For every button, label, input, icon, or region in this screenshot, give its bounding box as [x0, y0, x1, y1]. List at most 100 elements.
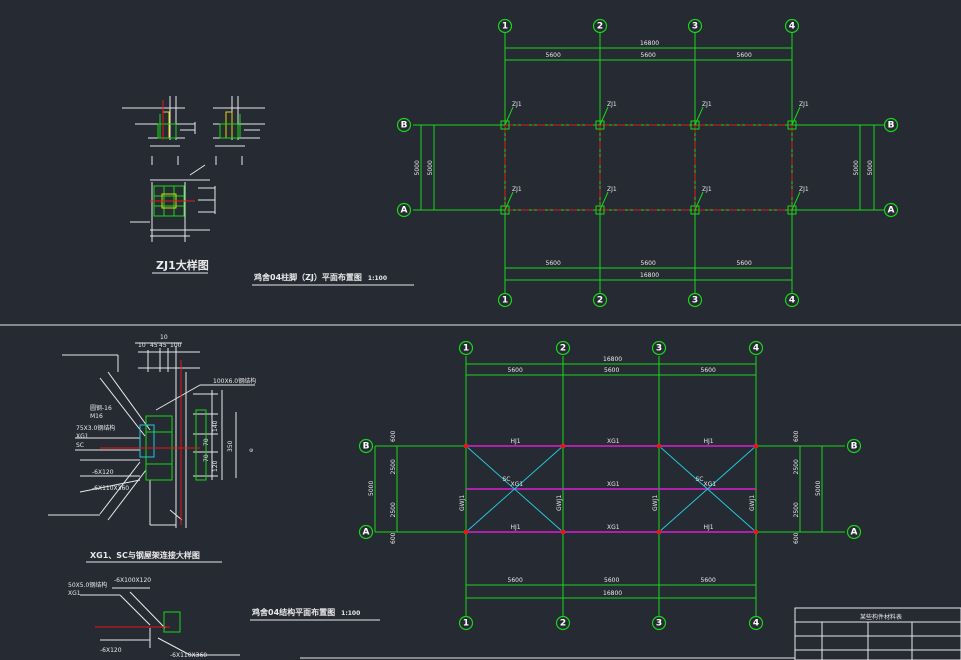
top-footing-label: ZJ1: [799, 101, 809, 108]
top-axis-row-b-left-circle: [396, 117, 412, 133]
top-axis-row-a-right-circle: [883, 202, 899, 218]
top-axis-row-b-left-label: B: [401, 121, 408, 131]
top-axis-col-bottom-label: 2: [597, 296, 603, 306]
bot-purlin-label: XG1: [511, 481, 524, 488]
bot-dim-edge: 600: [390, 430, 397, 442]
zj1-detail-drawing: [122, 96, 265, 242]
svg-text:-6X120: -6X120: [92, 469, 114, 476]
svg-text:70: 70: [203, 438, 210, 446]
bot-axis-row-a-left-label: A: [363, 528, 370, 538]
bot-axis-col-bottom-circle: [748, 615, 764, 631]
bot-brace: [465, 445, 564, 533]
top-footing-leader: [694, 106, 704, 126]
top-footing: [595, 120, 605, 130]
bot-beam-top-label: HJ1: [704, 438, 714, 445]
svg-text:XG1: XG1: [68, 590, 81, 597]
bot-brace-label: SC: [696, 476, 704, 483]
material-table-title: 某些构件材料表: [860, 613, 902, 621]
top-dim-bay: 5600: [546, 260, 561, 267]
bot-dim-bay: 5600: [701, 577, 716, 584]
svg-text:50X5.0钢结构: 50X5.0钢结构: [68, 581, 107, 589]
top-dim-bay: 5600: [641, 260, 656, 267]
svg-text:75X3.0钢结构: 75X3.0钢结构: [76, 424, 115, 432]
bot-axis-col-bottom-label: 4: [753, 619, 759, 629]
svg-text:-6X110X360: -6X110X360: [92, 485, 129, 492]
bot-dim-depth: 2500: [793, 502, 800, 517]
svg-text:70: 70: [203, 454, 210, 462]
top-axis-col-bottom-label: 3: [692, 296, 698, 306]
top-axis-col-bottom-circle: [592, 292, 608, 308]
bot-purlin-label: XG1: [607, 481, 620, 488]
svg-text:140: 140: [212, 420, 219, 432]
bot-axis-col-top-circle: [555, 340, 571, 356]
bot-axis-col-bottom-label: 1: [463, 619, 469, 629]
bot-dim-bay: 5600: [604, 577, 619, 584]
top-dim-depth: 5000: [853, 160, 860, 175]
top-dim-depth: 5000: [414, 160, 421, 175]
top-footing: [595, 205, 605, 215]
connection-detail-title: XG1、SC与钢屋架连接大样图: [90, 550, 200, 560]
top-footing-leader: [599, 106, 609, 126]
bot-axis-col-bottom-circle: [555, 615, 571, 631]
top-axis-col-bottom-label: 1: [502, 296, 508, 306]
top-footing-leader: [791, 106, 801, 126]
svg-text:100: 100: [170, 342, 182, 349]
top-axis-col-top-label: 4: [789, 22, 795, 32]
top-dim-bay: 5600: [641, 52, 656, 59]
top-footing-label: ZJ1: [607, 186, 617, 193]
bot-dim-bay: 5600: [508, 577, 523, 584]
svg-text:10: 10: [138, 342, 146, 349]
bot-beam-top-label: HJ1: [511, 438, 521, 445]
top-footing-label: ZJ1: [512, 101, 522, 108]
top-axis-col-top-circle: [497, 18, 513, 34]
svg-text:10: 10: [160, 334, 168, 341]
bot-axis-row-b-right-label: B: [851, 442, 858, 452]
bot-axis-col-top-label: 3: [656, 344, 662, 354]
svg-text:45: 45: [159, 342, 167, 349]
svg-text:圆钢-16: 圆钢-16: [90, 404, 112, 412]
top-dim-total: 16800: [640, 272, 659, 279]
top-footing: [787, 205, 797, 215]
top-dim-bay: 5600: [737, 52, 752, 59]
bot-purlin-label: XG1: [704, 481, 717, 488]
material-table: 某些构件材料表: [300, 607, 961, 660]
bot-dim-depth: 5000: [368, 481, 375, 496]
top-axis-row-a-left-circle: [396, 202, 412, 218]
bot-axis-col-bottom-label: 3: [656, 619, 662, 629]
bot-dim-bay: 5600: [604, 367, 619, 374]
bot-column-node: [464, 530, 468, 534]
svg-text:e: e: [248, 448, 255, 452]
top-axis-row-a-right-label: A: [888, 206, 895, 216]
top-axis-col-bottom-circle: [687, 292, 703, 308]
bot-dim-depth: 2500: [390, 459, 397, 474]
bot-column-label: GWJ1: [459, 495, 466, 511]
bot-axis-row-b-left-circle: [358, 438, 374, 454]
svg-text:-6X100X120: -6X100X120: [114, 577, 151, 584]
bot-column-node: [657, 444, 661, 448]
bot-beam-bottom-label: XG1: [607, 524, 620, 531]
zj1-detail-title: ZJ1大样图: [156, 258, 209, 272]
bot-axis-row-a-right-label: A: [851, 528, 858, 538]
bot-brace: [658, 445, 757, 533]
top-axis-col-bottom-circle: [497, 292, 513, 308]
bot-axis-col-top-label: 4: [753, 344, 759, 354]
top-footing: [787, 120, 797, 130]
bot-axis-col-top-circle: [651, 340, 667, 356]
bot-dim-depth: 5000: [815, 481, 822, 496]
top-axis-row-b-right-label: B: [888, 121, 895, 131]
top-axis-col-top-label: 2: [597, 22, 603, 32]
top-axis-col-top-circle: [784, 18, 800, 34]
bot-axis-col-top-circle: [748, 340, 764, 356]
bot-axis-row-a-left-circle: [358, 524, 374, 540]
bot-axis-col-bottom-label: 2: [560, 619, 566, 629]
small-connection-detail: 50X5.0钢结构 XG1 -6X100X120 -6X120 -6X110X3…: [68, 577, 240, 659]
svg-text:M16: M16: [90, 413, 103, 420]
top-axis-row-a-left-label: A: [401, 206, 408, 216]
top-footing: [500, 120, 510, 130]
bot-dim-depth: 2500: [390, 502, 397, 517]
bot-column-node: [464, 444, 468, 448]
bot-axis-col-top-label: 2: [560, 344, 566, 354]
connection-dim-labels: 10 45 45 100 10 140 70 70 120 350 100X6.…: [76, 334, 256, 492]
bot-axis-row-a-right-circle: [846, 524, 862, 540]
